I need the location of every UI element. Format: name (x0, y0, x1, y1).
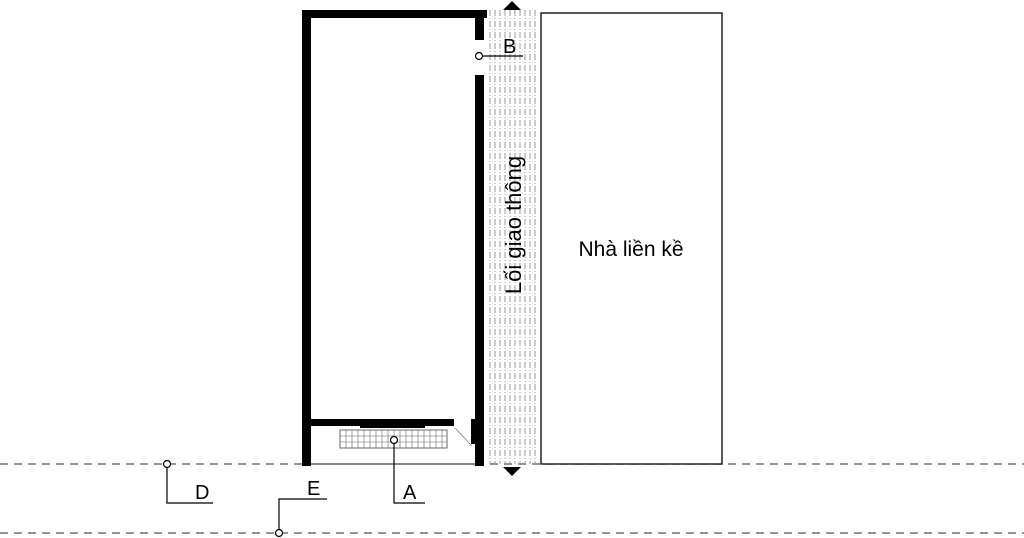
passage-label: Lối giao thông (501, 156, 526, 294)
building-walls (302, 10, 487, 466)
neighbor-house (540, 12, 723, 465)
passage-strip (489, 10, 536, 464)
marker-a-leader (389, 435, 425, 504)
marker-d-leader (162, 459, 213, 504)
marker-b-leader (474, 51, 523, 61)
arrow-down-icon (503, 467, 521, 476)
marker-a-label: A (403, 482, 417, 504)
marker-e-leader (274, 498, 327, 538)
marker-b-label: B (503, 36, 516, 58)
neighbor-house-label: Nhà liền kề (578, 238, 683, 261)
entrance-diagonal (454, 427, 473, 447)
marker-d-label: D (195, 482, 209, 504)
marker-e-label: E (307, 478, 320, 500)
arrow-up-icon (503, 1, 521, 10)
